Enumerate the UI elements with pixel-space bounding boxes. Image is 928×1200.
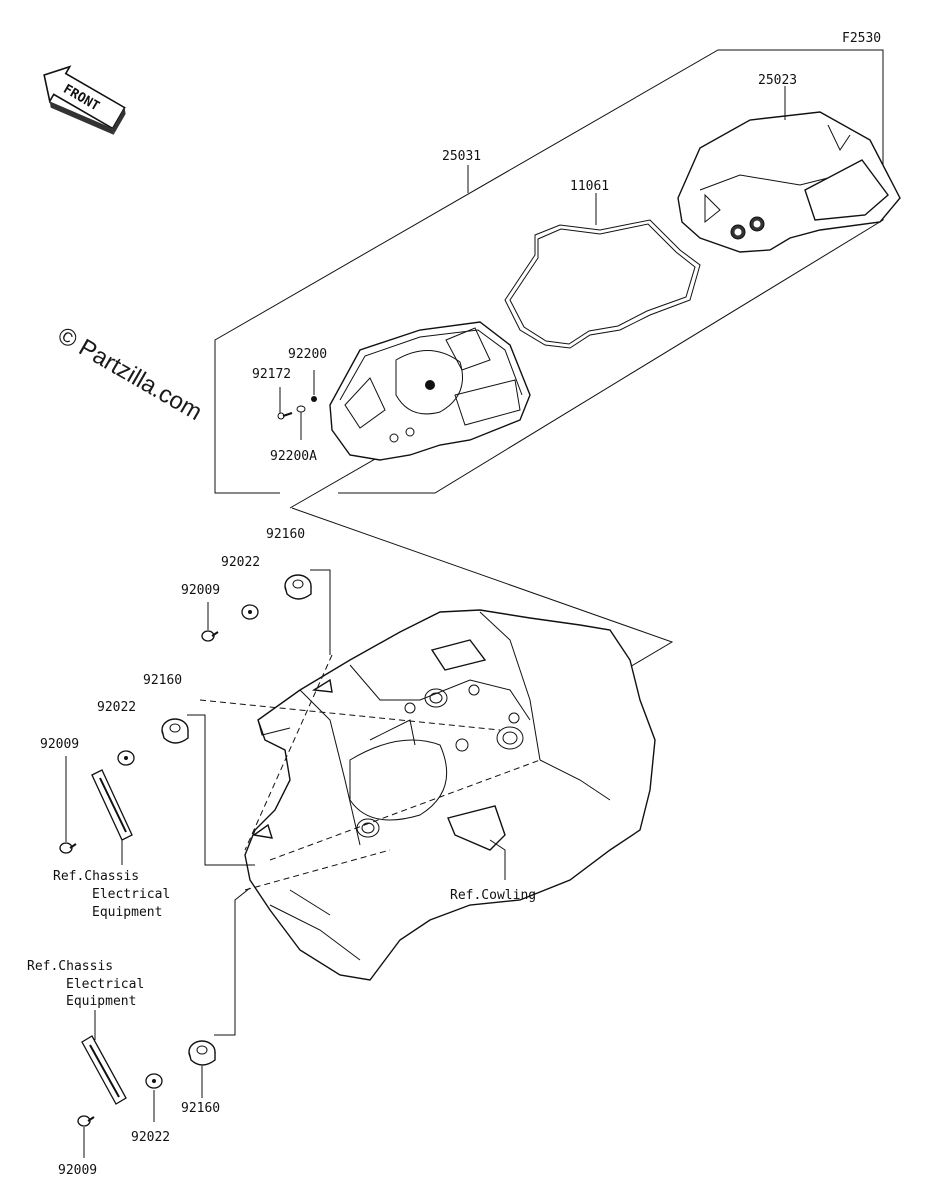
label-92022-top: 92022 bbox=[221, 555, 260, 570]
align-line-4 bbox=[244, 849, 391, 891]
grommet-92160-bot-icon bbox=[188, 1040, 216, 1066]
gasket-11061 bbox=[504, 219, 701, 349]
ref-chassis-1-line3: Equipment bbox=[92, 905, 162, 920]
label-92160-top: 92160 bbox=[266, 527, 305, 542]
leader-92160-bot bbox=[214, 887, 251, 1036]
label-11061: 11061 bbox=[570, 179, 609, 194]
ref-chassis-1-line2: Electrical bbox=[92, 887, 170, 902]
label-92022-bot: 92022 bbox=[131, 1130, 170, 1145]
leader-cowling bbox=[489, 839, 506, 880]
label-92009-mid: 92009 bbox=[40, 737, 79, 752]
ref-cowling: Ref.Cowling bbox=[450, 888, 536, 903]
label-92200A: 92200A bbox=[270, 449, 317, 464]
label-25031: 25031 bbox=[442, 149, 481, 164]
align-line-3 bbox=[269, 759, 541, 861]
watermark: © Partzilla.com bbox=[53, 322, 207, 426]
grommet-92160-top-icon bbox=[284, 574, 312, 600]
front-arrow-icon: FRONT bbox=[43, 65, 126, 135]
ref-chassis-2-line1: Ref.Chassis bbox=[27, 959, 113, 974]
ref-chassis-1-line1: Ref.Chassis bbox=[53, 869, 139, 884]
leader-92160-top bbox=[310, 569, 331, 655]
label-25023: 25023 bbox=[758, 73, 797, 88]
washer-92200-icon bbox=[311, 370, 317, 402]
align-line-1 bbox=[244, 654, 333, 851]
label-92009-top: 92009 bbox=[181, 583, 220, 598]
bolt-92009-mid-icon bbox=[59, 756, 77, 854]
align-line-2 bbox=[199, 699, 501, 731]
mount-leader-line bbox=[289, 454, 383, 509]
label-92009-bot: 92009 bbox=[58, 1163, 97, 1178]
instrument-cluster bbox=[329, 321, 531, 461]
ref-chassis-2-line3: Equipment bbox=[66, 994, 136, 1009]
washer-92022-top-icon bbox=[241, 604, 259, 620]
figure-code: F2530 bbox=[842, 31, 881, 46]
cowling-inner bbox=[244, 609, 656, 981]
label-92022-mid: 92022 bbox=[97, 700, 136, 715]
band-strip-1-icon bbox=[91, 769, 133, 865]
leader-92160-mid bbox=[187, 714, 255, 866]
washer-92022-bot-icon bbox=[145, 1073, 163, 1122]
label-92200: 92200 bbox=[288, 347, 327, 362]
grommet-92160-mid-icon bbox=[161, 718, 189, 744]
bolt-92009-top-icon bbox=[201, 602, 219, 642]
washer-92200A-icon bbox=[296, 405, 306, 440]
washer-92022-mid-icon bbox=[117, 750, 135, 766]
assembly-bracket-line bbox=[214, 49, 884, 494]
bolt-92009-bot-icon bbox=[77, 1115, 95, 1158]
label-92160-bot: 92160 bbox=[181, 1101, 220, 1116]
label-92160-mid: 92160 bbox=[143, 673, 182, 688]
screw-92172-icon bbox=[277, 387, 293, 420]
ref-chassis-2-line2: Electrical bbox=[66, 977, 144, 992]
meter-cover-25023 bbox=[677, 111, 901, 253]
band-strip-2-icon bbox=[81, 1010, 127, 1105]
label-92172: 92172 bbox=[252, 367, 291, 382]
